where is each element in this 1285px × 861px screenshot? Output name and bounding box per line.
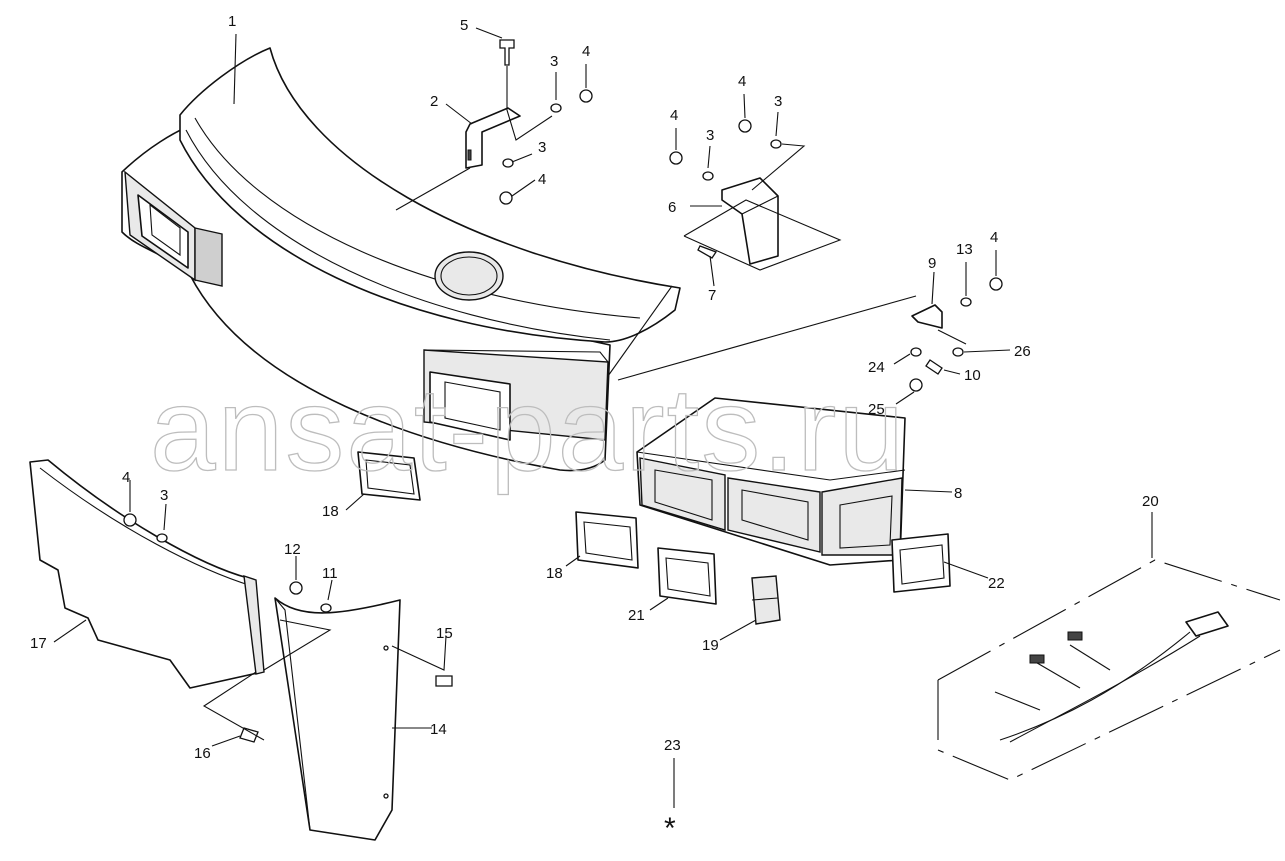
callout-3: 3 (774, 93, 782, 110)
callout-10: 10 (964, 367, 981, 384)
callout-8: 8 (954, 485, 962, 502)
callout-7: 7 (708, 287, 716, 304)
callout-24: 24 (868, 359, 885, 376)
washer-icon (502, 158, 514, 168)
callout-1: 1 (228, 13, 236, 30)
callout-14: 14 (430, 721, 447, 738)
callout-labels: 1 2 3 3 3 3 3 4 4 4 4 4 4 5 6 7 8 9 10 1… (30, 13, 1159, 845)
callout-4: 4 (738, 73, 746, 90)
callout-5: 5 (460, 17, 468, 34)
hardware (123, 39, 1003, 743)
work-light-18-lower (575, 511, 639, 569)
callout-12: 12 (284, 541, 301, 558)
washer-icon (952, 347, 964, 357)
work-light-22 (891, 533, 951, 593)
nut-icon (499, 191, 513, 205)
callout-2: 2 (430, 93, 438, 110)
bolt-icon (239, 727, 259, 743)
marker-lamp-19 (751, 575, 781, 625)
callout-22: 22 (988, 575, 1005, 592)
callout-4: 4 (122, 469, 130, 486)
bolt-icon (925, 359, 943, 375)
washer-icon (910, 347, 922, 357)
callout-16: 16 (194, 745, 211, 762)
callout-13: 13 (956, 241, 973, 258)
left-panel (29, 459, 265, 689)
nut-icon (669, 151, 683, 165)
washer-icon (156, 533, 168, 543)
callout-3: 3 (550, 53, 558, 70)
callout-4: 4 (670, 107, 678, 124)
bracket-2 (465, 107, 521, 169)
nut-icon (123, 513, 137, 527)
nut-icon (738, 119, 752, 133)
callout-15: 15 (436, 625, 453, 642)
callout-17: 17 (30, 635, 47, 652)
washer-icon (550, 103, 562, 113)
callout-26: 26 (1014, 343, 1031, 360)
bolt-icon (697, 245, 717, 259)
nut-icon (909, 378, 923, 392)
callout-20: 20 (1142, 493, 1159, 510)
callout-4: 4 (538, 171, 546, 188)
leader-lines (53, 27, 1153, 808)
lamp-bar (636, 397, 906, 566)
side-panel (274, 597, 401, 841)
bolt-icon (499, 39, 515, 66)
bracket-6 (721, 177, 779, 265)
front-hood-assembly (121, 47, 681, 472)
callout-21: 21 (628, 607, 645, 624)
callout-6: 6 (668, 199, 676, 216)
washer-icon (770, 139, 782, 149)
callout-18: 18 (546, 565, 563, 582)
work-light-18-upper (357, 451, 421, 501)
callout-11: 11 (322, 565, 338, 582)
watermark-text: ansat-parts.ru (150, 364, 906, 496)
note-asterisk: * (664, 812, 676, 845)
callout-3: 3 (160, 487, 168, 504)
callout-4: 4 (582, 43, 590, 60)
washer-icon (702, 171, 714, 181)
bolt-icon (435, 675, 453, 687)
callout-9: 9 (928, 255, 936, 272)
washer-icon (960, 297, 972, 307)
work-light-21 (657, 547, 717, 605)
wiring-harness (937, 559, 1281, 781)
callout-25: 25 (868, 401, 885, 418)
nut-icon (989, 277, 1003, 291)
callout-4: 4 (990, 229, 998, 246)
nut-icon (289, 581, 303, 595)
callout-23: 23 (664, 737, 681, 754)
callout-3: 3 (538, 139, 546, 156)
callout-19: 19 (702, 637, 719, 654)
nut-icon (579, 89, 593, 103)
callout-3: 3 (706, 127, 714, 144)
washer-icon (320, 603, 332, 613)
callout-18: 18 (322, 503, 339, 520)
bracket-9 (911, 304, 943, 329)
